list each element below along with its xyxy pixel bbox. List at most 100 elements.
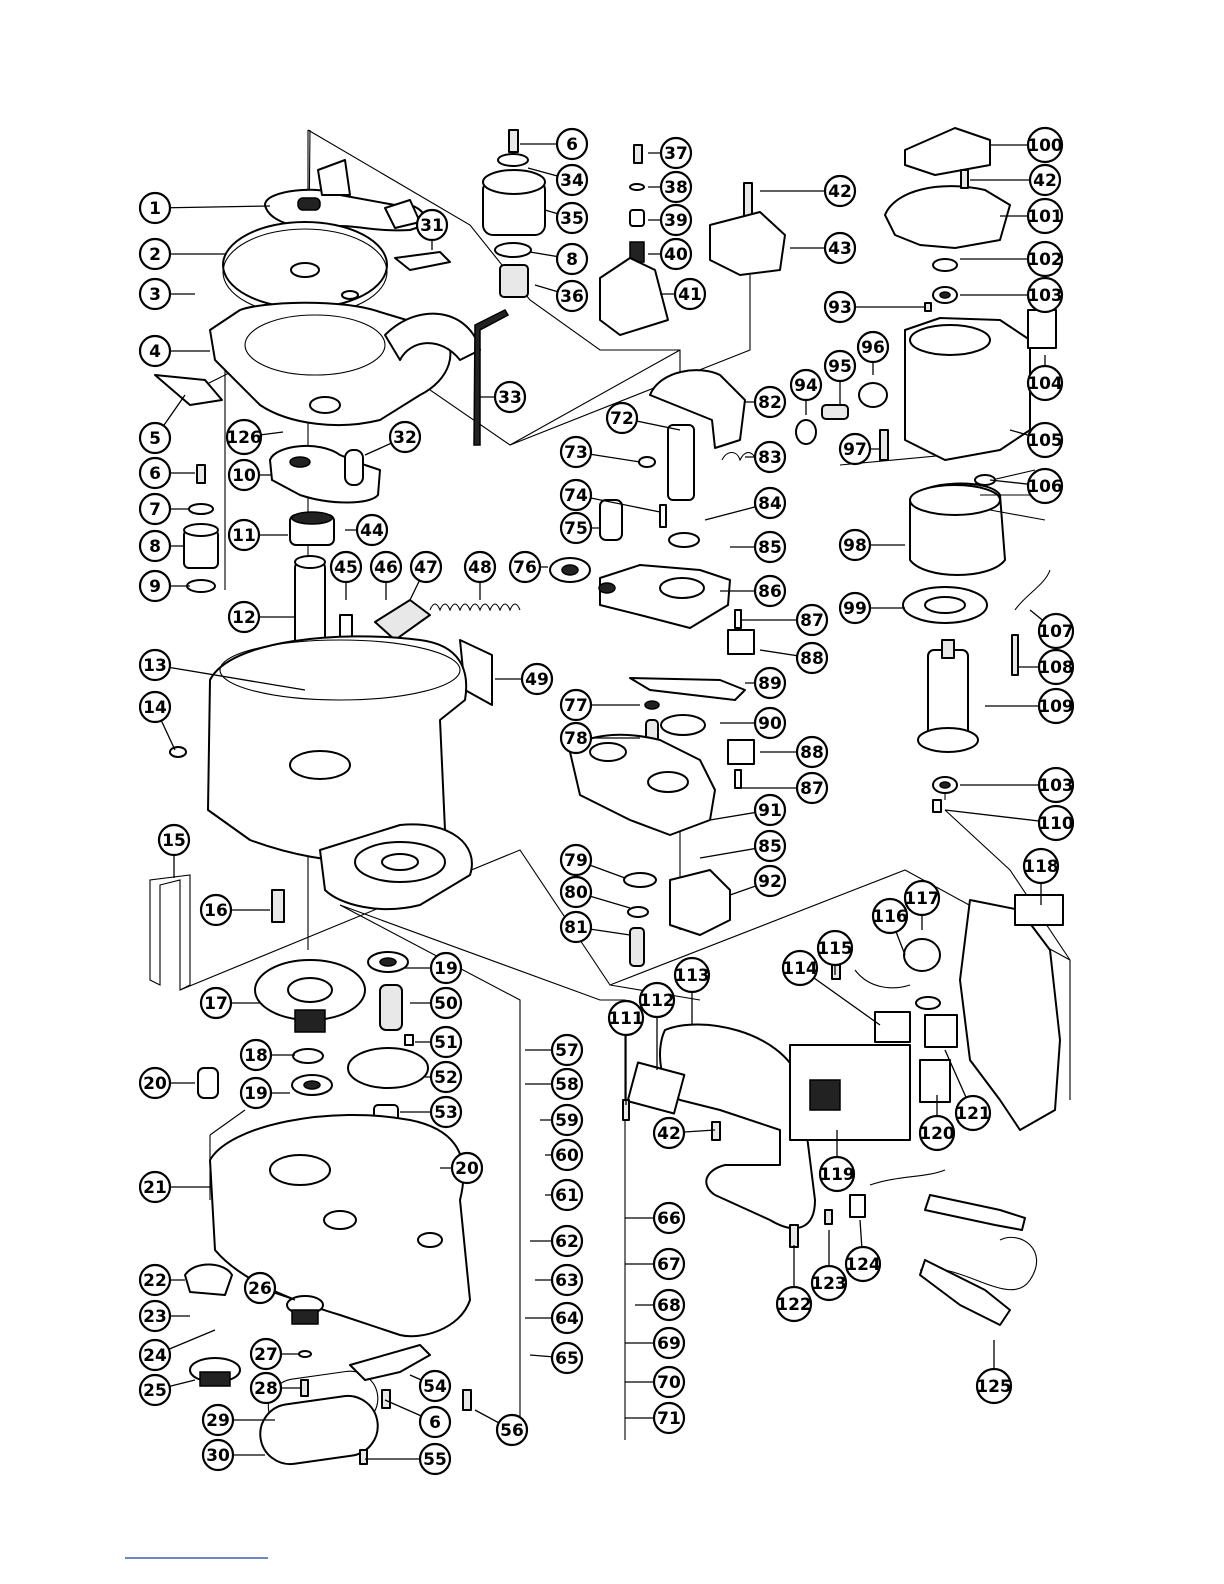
part-callout: 49 bbox=[520, 662, 554, 696]
callout-circle bbox=[201, 1438, 235, 1472]
callout-number: 48 bbox=[468, 558, 492, 578]
callout-circle bbox=[673, 277, 707, 311]
callout-number: 81 bbox=[564, 918, 588, 938]
callout-circle bbox=[823, 174, 857, 208]
part-callout: 126 bbox=[225, 418, 263, 456]
callout-number: 89 bbox=[758, 674, 782, 694]
callout-circle bbox=[138, 456, 172, 490]
callout-circle bbox=[138, 569, 172, 603]
callout-number: 2 bbox=[149, 245, 161, 265]
callout-number: 67 bbox=[657, 1255, 681, 1275]
callout-number: 103 bbox=[1038, 776, 1074, 796]
callout-circle bbox=[652, 1326, 686, 1360]
callout-number: 19 bbox=[244, 1084, 268, 1104]
callout-number: 49 bbox=[525, 670, 549, 690]
callout-number: 83 bbox=[758, 448, 782, 468]
part-callout: 68 bbox=[652, 1288, 686, 1322]
part-callout: 91 bbox=[753, 793, 787, 827]
callout-number: 42 bbox=[1033, 171, 1057, 191]
part-callout: 59 bbox=[550, 1103, 584, 1137]
callout-number: 42 bbox=[828, 182, 852, 202]
callout-circle bbox=[550, 1067, 584, 1101]
callout-circle bbox=[1026, 467, 1064, 505]
part-callout: 1 bbox=[138, 191, 172, 225]
callout-number: 120 bbox=[919, 1124, 955, 1144]
callout-circle bbox=[652, 1288, 686, 1322]
plate-wedge bbox=[317, 159, 351, 196]
callout-number: 58 bbox=[555, 1075, 579, 1095]
callout-number: 21 bbox=[143, 1178, 167, 1198]
part-armature-109 bbox=[927, 649, 969, 741]
part-bearing-36 bbox=[499, 264, 529, 298]
callout-circle bbox=[329, 550, 363, 584]
callout-number: 104 bbox=[1027, 374, 1063, 394]
callout-circle bbox=[243, 1271, 277, 1305]
callout-number: 63 bbox=[555, 1271, 579, 1291]
callout-circle bbox=[1037, 687, 1075, 725]
callout-number: 15 bbox=[162, 831, 186, 851]
part-callout: 73 bbox=[559, 435, 593, 469]
part-plug-125 bbox=[919, 1259, 1011, 1326]
callout-number: 54 bbox=[423, 1377, 447, 1397]
part-callout: 71 bbox=[652, 1401, 686, 1435]
callout-number: 43 bbox=[828, 239, 852, 259]
callout-number: 111 bbox=[608, 1009, 644, 1029]
leader-line bbox=[154, 664, 306, 691]
part-callout: 79 bbox=[559, 843, 593, 877]
part-callout: 9 bbox=[138, 569, 172, 603]
part-callout: 98 bbox=[838, 528, 872, 562]
callout-circle bbox=[659, 170, 693, 204]
part-callout: 53 bbox=[429, 1095, 463, 1129]
callout-number: 6 bbox=[149, 464, 161, 484]
part-clamp-124 bbox=[849, 1194, 866, 1218]
part-callout: 115 bbox=[816, 929, 854, 967]
callout-number: 94 bbox=[794, 376, 818, 396]
part-hexkey-33 bbox=[473, 309, 510, 446]
callout-number: 80 bbox=[564, 883, 588, 903]
part-callout: 20 bbox=[138, 1066, 172, 1100]
callout-circle bbox=[555, 279, 589, 313]
part-callout: 69 bbox=[652, 1326, 686, 1360]
part-callout: 10 bbox=[227, 458, 261, 492]
part-label-112 bbox=[626, 1061, 686, 1115]
callout-circle bbox=[550, 1103, 584, 1137]
callout-circle bbox=[555, 163, 589, 197]
callout-circle bbox=[138, 1066, 172, 1100]
part-callout: 75 bbox=[559, 511, 593, 545]
callout-number: 72 bbox=[610, 409, 634, 429]
callout-number: 59 bbox=[555, 1111, 579, 1131]
callout-circle bbox=[138, 1263, 172, 1297]
callout-circle bbox=[138, 492, 172, 526]
callout-number: 75 bbox=[564, 519, 588, 539]
part-callout: 74 bbox=[559, 478, 593, 512]
callout-number: 23 bbox=[143, 1307, 167, 1327]
callout-circle bbox=[555, 127, 589, 161]
callout-circle bbox=[508, 550, 542, 584]
callout-number: 35 bbox=[560, 209, 584, 229]
part-callout: 113 bbox=[673, 956, 711, 994]
part-callout: 13 bbox=[138, 648, 172, 682]
callout-circle bbox=[844, 1245, 882, 1283]
callout-circle bbox=[429, 1025, 463, 1059]
callout-circle bbox=[249, 1337, 283, 1371]
part-callout: 30 bbox=[201, 1438, 235, 1472]
part-callout: 45 bbox=[329, 550, 363, 584]
part-callout: 93 bbox=[823, 290, 857, 324]
callout-number: 36 bbox=[560, 287, 584, 307]
callout-circle bbox=[753, 829, 787, 863]
callout-number: 45 bbox=[334, 558, 358, 578]
part-callout: 29 bbox=[201, 1403, 235, 1437]
callout-number: 6 bbox=[429, 1413, 441, 1433]
part-callout: 94 bbox=[789, 368, 823, 402]
part-cap-117 bbox=[903, 938, 941, 972]
callout-circle bbox=[550, 1301, 584, 1335]
callout-circle bbox=[138, 1338, 172, 1372]
part-pad-47 bbox=[374, 599, 431, 641]
callout-circle bbox=[555, 201, 589, 235]
callout-number: 25 bbox=[143, 1381, 167, 1401]
part-rear-housing bbox=[959, 899, 1061, 1131]
callout-number: 84 bbox=[758, 494, 782, 514]
callout-circle bbox=[673, 956, 711, 994]
callout-circle bbox=[652, 1116, 686, 1150]
callout-number: 18 bbox=[244, 1046, 268, 1066]
